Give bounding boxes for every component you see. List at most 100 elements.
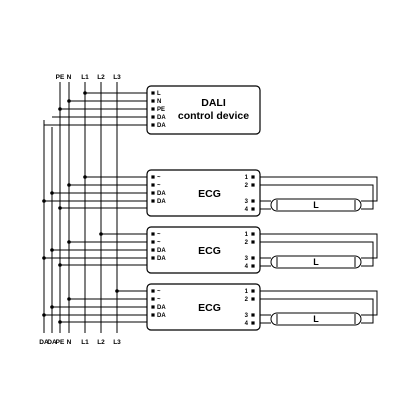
ecg1-lamp xyxy=(270,198,362,212)
ecg3-in-label-1: ~ xyxy=(157,297,161,303)
dali-terminal-1 xyxy=(151,99,155,103)
bottom-label-da1: DA xyxy=(39,339,49,346)
bottom-label-n: N xyxy=(67,339,72,346)
ecg2-junction-1 xyxy=(67,240,71,244)
ecg3-junction-2 xyxy=(50,305,54,309)
ecg3-name: ECG xyxy=(198,302,221,314)
ecg1-out-label-3: 4 xyxy=(245,207,249,213)
ecg1-lamp-label: L xyxy=(313,200,319,210)
bottom-label-l1: L1 xyxy=(81,339,89,346)
dali-pin-label-4: DA xyxy=(157,123,166,129)
ecg-box-1 xyxy=(146,169,261,217)
bottom-label-l3: L3 xyxy=(113,339,121,346)
bottom-label-pe: PE xyxy=(56,339,65,346)
ecg3-in-label-0: ~ xyxy=(157,289,161,295)
ecg3-out-wire-2 xyxy=(260,298,374,324)
ecg1-junction-1 xyxy=(67,183,71,187)
ecg2-in-label-0: ~ xyxy=(157,232,161,238)
ecg3-in-terminal-1 xyxy=(151,297,155,301)
ecg1-in-terminal-3 xyxy=(151,199,155,203)
ecg1-out-label-2: 3 xyxy=(245,199,249,205)
dali-title-line1: DALI xyxy=(201,97,226,109)
bottom-label-da2: DA xyxy=(47,339,57,346)
ecg2-junction-3 xyxy=(42,256,46,260)
ecg2-out-label-1: 2 xyxy=(245,240,249,246)
ecg1-out-terminal-1 xyxy=(251,183,255,187)
ecg3-out-terminal-2 xyxy=(251,313,255,317)
ecg3-out-wire-1 xyxy=(260,290,378,316)
dali-terminal-4 xyxy=(151,123,155,127)
ecg2-out-terminal-3 xyxy=(251,264,255,268)
ecg2-junction-0 xyxy=(99,232,103,236)
ecg1-junction-3 xyxy=(42,199,46,203)
dali-terminal-2 xyxy=(151,107,155,111)
ecg1-out-wire-1 xyxy=(260,176,378,202)
ecg1-junction-0 xyxy=(83,175,87,179)
ecg1-name: ECG xyxy=(198,188,221,200)
bottom-label-l2: L2 xyxy=(97,339,105,346)
ecg2-in-terminal-3 xyxy=(151,256,155,260)
ecg2-name: ECG xyxy=(198,245,221,257)
ecg1-in-label-0: ~ xyxy=(157,175,161,181)
dali-title-line2: control device xyxy=(178,110,249,122)
ecg3-in-terminal-3 xyxy=(151,313,155,317)
ecg-box-2 xyxy=(146,226,261,274)
ecg3-junction-0 xyxy=(115,289,119,293)
top-label-l1: L1 xyxy=(81,74,89,81)
ecg3-lamp xyxy=(270,312,362,326)
ecg2-in-terminal-0 xyxy=(151,232,155,236)
ecg1-out-wire-2 xyxy=(260,184,374,210)
ecg3-out-terminal-0 xyxy=(251,289,255,293)
dali-pin-label-0: L xyxy=(157,91,161,97)
ecg1-in-label-1: ~ xyxy=(157,183,161,189)
ecg3-junction-3 xyxy=(42,313,46,317)
ecg2-lamp-label: L xyxy=(313,257,319,267)
ecg1-in-terminal-1 xyxy=(151,183,155,187)
ecg1-out-terminal-0 xyxy=(251,175,255,179)
top-label-l3: L3 xyxy=(113,74,121,81)
dali-pin-label-2: PE xyxy=(157,107,165,113)
ecg2-in-label-2: DA xyxy=(157,248,166,254)
ecg1-out-label-0: 1 xyxy=(245,175,249,181)
ecg2-lamp xyxy=(270,255,362,269)
ecg3-in-terminal-2 xyxy=(151,305,155,309)
ecg3-out-label-1: 2 xyxy=(245,297,249,303)
dali-pin-label-3: DA xyxy=(157,115,166,121)
ecg1-in-terminal-0 xyxy=(151,175,155,179)
ecg1-out-terminal-2 xyxy=(251,199,255,203)
ecg2-in-terminal-2 xyxy=(151,248,155,252)
ecg-box-3 xyxy=(146,283,261,331)
ecg2-out-label-2: 3 xyxy=(245,256,249,262)
ecg1-junction-2 xyxy=(50,191,54,195)
ecg2-pe-junction xyxy=(58,263,62,267)
ecg2-out-terminal-2 xyxy=(251,256,255,260)
ecg3-out-label-0: 1 xyxy=(245,289,249,295)
dali-junction-1 xyxy=(67,99,71,103)
ecg3-lamp-label: L xyxy=(313,314,319,324)
ecg1-out-label-1: 2 xyxy=(245,183,249,189)
ecg2-out-label-3: 4 xyxy=(245,264,249,270)
dali-junction-2 xyxy=(58,107,62,111)
dali-control-device xyxy=(146,85,261,135)
ecg2-out-terminal-0 xyxy=(251,232,255,236)
ecg3-out-terminal-3 xyxy=(251,321,255,325)
ecg1-in-label-2: DA xyxy=(157,191,166,197)
top-label-n: N xyxy=(67,74,72,81)
ecg3-junction-1 xyxy=(67,297,71,301)
ecg2-out-terminal-1 xyxy=(251,240,255,244)
ecg1-in-terminal-2 xyxy=(151,191,155,195)
dali-junction-0 xyxy=(83,91,87,95)
ecg2-out-wire-1 xyxy=(260,233,378,259)
devices xyxy=(146,85,362,331)
top-label-l2: L2 xyxy=(97,74,105,81)
wires xyxy=(42,82,378,333)
ecg3-out-terminal-1 xyxy=(251,297,255,301)
ecg3-out-label-2: 3 xyxy=(245,313,249,319)
ecg3-in-label-3: DA xyxy=(157,313,166,319)
ecg2-out-wire-2 xyxy=(260,241,374,267)
ecg3-out-label-3: 4 xyxy=(245,321,249,327)
dali-pin-label-1: N xyxy=(157,99,161,105)
ecg3-in-label-2: DA xyxy=(157,305,166,311)
ecg1-out-terminal-3 xyxy=(251,207,255,211)
